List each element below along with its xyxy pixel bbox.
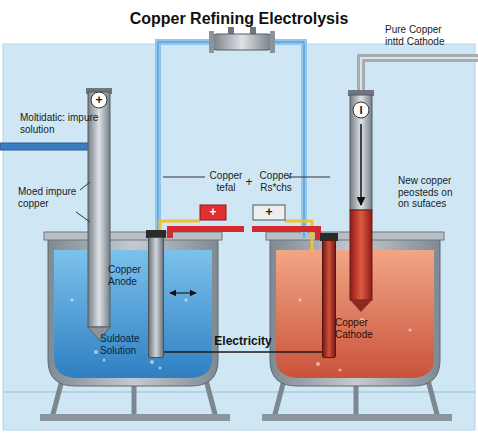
gauge-symbol (91, 92, 107, 108)
part-label: Moed impure copper (18, 186, 82, 209)
electrolyte-solution (54, 250, 212, 378)
leader-line (76, 182, 90, 222)
bubble (71, 299, 74, 302)
double-arrow (170, 292, 196, 293)
pure-copper-cylinder (350, 95, 372, 210)
filter-flange (270, 31, 275, 53)
flow-arrow (360, 124, 362, 205)
filter-flange (209, 31, 214, 53)
terminal-sign: + (200, 205, 226, 220)
connector-label: Electricity (193, 335, 293, 349)
pipe-highlight (361, 58, 478, 90)
tank-rim (44, 232, 222, 240)
bubbles (71, 299, 412, 372)
bubble (409, 329, 412, 332)
electrode-label: Copper Anode (108, 264, 148, 287)
electrode-label: Copper Cathode (335, 317, 379, 340)
gauge-symbol (353, 102, 369, 118)
circulation-pipe (158, 42, 304, 238)
bubble (159, 367, 162, 370)
deposit-label: New copper peosteds on on sufaces (398, 175, 462, 210)
anode-electrode: Copper Anode (148, 237, 164, 358)
cylinder-tip (350, 300, 372, 312)
bubble (94, 350, 98, 354)
bubble (316, 362, 320, 366)
bubble (150, 360, 154, 364)
inlet-label: Moltidatic: impure solution (20, 112, 100, 135)
bubble (339, 369, 342, 372)
terminal-sign: + (253, 205, 285, 220)
electric-connector (164, 351, 322, 353)
stand-base (40, 414, 230, 421)
bubble (299, 299, 302, 302)
stand-base (262, 414, 452, 421)
outlet-pipe (361, 58, 478, 90)
reaction-label: Copper Rs*chs (255, 170, 297, 193)
terminal-box (253, 205, 285, 220)
filter-unit (212, 34, 272, 50)
inlet-pipe (0, 143, 92, 150)
impure-copper-cylinder (88, 92, 110, 327)
floor-line (3, 391, 475, 393)
backdrop-panel (3, 44, 475, 430)
yellow-wire (160, 221, 312, 252)
gauge-symbol-text: I (353, 102, 369, 118)
cathode-electrode: Copper Cathode (322, 240, 336, 358)
bubble (103, 359, 106, 362)
bubble (185, 299, 188, 302)
red-wire (170, 229, 318, 240)
solution-label: Suldoate Solution (100, 333, 148, 356)
outlet-label: Pure Copper inttd Cathode (385, 24, 455, 47)
plus-sign: + (243, 176, 255, 190)
positive-terminal (200, 205, 226, 220)
tank-wall (48, 236, 218, 386)
copper-deposit (350, 210, 372, 300)
pipe-edge (158, 42, 304, 238)
gauge-symbol-text: + (91, 92, 107, 108)
reaction-label: Copper tefal (205, 170, 247, 193)
